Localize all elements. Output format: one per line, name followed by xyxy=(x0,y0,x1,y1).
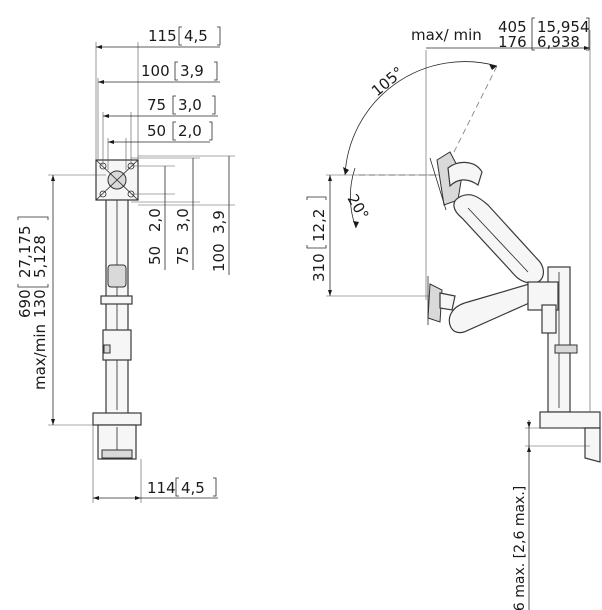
height-min-in: 5,128 xyxy=(31,235,49,278)
h50-mm: 50 xyxy=(146,246,164,265)
height-max-mm: 690 xyxy=(16,289,34,318)
side-head-lowered xyxy=(427,276,456,325)
height-max-in: 27,175 xyxy=(16,226,34,279)
side-upper-arm xyxy=(453,194,544,284)
w100-mm: 100 xyxy=(141,62,170,80)
angle-tilt: 20° xyxy=(344,191,373,223)
h75-in: 3,0 xyxy=(174,208,192,232)
w75-mm: 75 xyxy=(147,96,166,114)
h100-in: 3,9 xyxy=(210,210,228,234)
dim-width-100: 100 3,9 xyxy=(97,61,220,160)
h50-in: 2,0 xyxy=(146,208,164,232)
w50-in: 2,0 xyxy=(178,122,202,140)
dim-height-100: 100 3,9 xyxy=(138,155,235,275)
dim-reach: max/ min 405 176 15,954 6,938 xyxy=(411,17,591,430)
w115-mm: 115 xyxy=(148,27,177,45)
w100-in: 3,9 xyxy=(180,62,204,80)
reach-min-mm: 176 xyxy=(498,33,527,51)
dim-width-115: 115 4,5 xyxy=(95,26,221,160)
front-base-clamp xyxy=(92,412,142,460)
front-pole xyxy=(100,174,133,416)
side-pole xyxy=(527,266,601,463)
height-label: max/min xyxy=(31,324,49,390)
w50-mm: 50 xyxy=(147,122,166,140)
desk-label: 66 max. [2,6 max.] xyxy=(512,486,528,610)
side-height-in: 12,2 xyxy=(310,209,328,242)
dim-height-50: 50 2,0 xyxy=(131,165,175,270)
w75-in: 3,0 xyxy=(178,96,202,114)
front-vesa-plate xyxy=(95,159,139,201)
h75-mm: 75 xyxy=(174,246,192,265)
dim-side-height: 310 12,2 xyxy=(306,174,440,297)
dim-height-75: 75 3,0 xyxy=(131,157,200,270)
dim-overall-height: max/min 690 130 27,175 5,128 xyxy=(16,174,106,426)
w115-in: 4,5 xyxy=(184,27,208,45)
reach-min-in: 6,938 xyxy=(537,33,580,51)
height-min-mm: 130 xyxy=(31,289,49,318)
base-mm: 114 xyxy=(147,479,176,497)
base-in: 4,5 xyxy=(181,479,205,497)
dim-desk: 66 max. [2,6 max.] xyxy=(512,420,590,610)
h100-mm: 100 xyxy=(210,243,228,272)
angle-main: 105° xyxy=(368,63,407,100)
reach-max-in: 15,954 xyxy=(537,18,590,36)
side-view: max/ min 405 176 15,954 6,938 105° 20° xyxy=(306,17,601,610)
front-view: 115 4,5 100 3,9 75 3,0 50 2 xyxy=(16,26,235,503)
reach-label: max/ min xyxy=(411,26,482,44)
dim-base-width: 114 4,5 xyxy=(92,425,218,503)
side-head-raised xyxy=(429,151,483,211)
dim-width-75: 75 3,0 xyxy=(102,95,218,165)
side-height-mm: 310 xyxy=(310,253,328,282)
dim-width-50: 50 2,0 xyxy=(107,121,213,170)
reach-max-mm: 405 xyxy=(498,18,527,36)
